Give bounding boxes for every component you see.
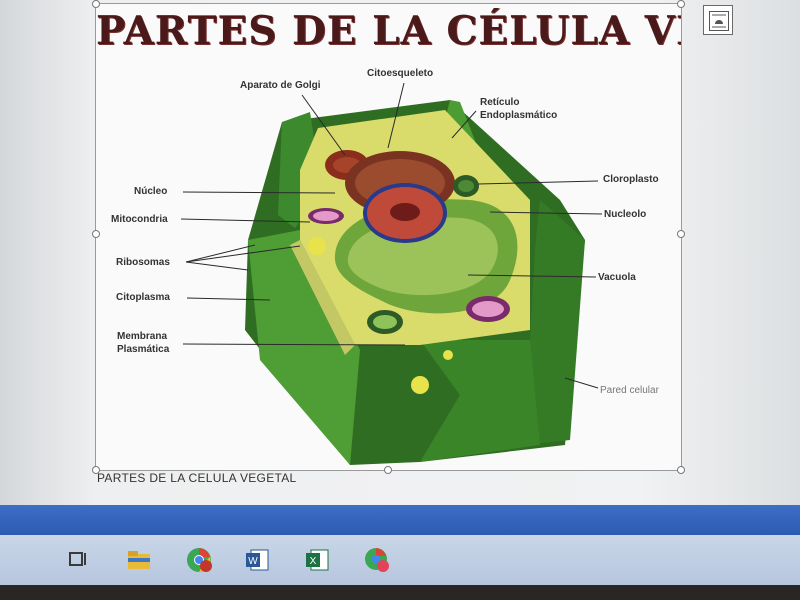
- resize-handle-bottom-right[interactable]: [677, 466, 685, 474]
- label-membrane-line1: Membrana: [117, 331, 168, 342]
- label-cell-wall: Pared celular: [600, 385, 659, 396]
- picture-caption: PARTES DE LA CELULA VEGETAL: [97, 471, 297, 485]
- label-cytoskeleton: Citoesqueleto: [367, 68, 434, 79]
- chrome-icon[interactable]: [184, 545, 214, 575]
- chrome-profile-icon[interactable]: [362, 545, 392, 575]
- window-accent-bar: [0, 505, 800, 535]
- resize-handle-bottom-left[interactable]: [92, 466, 100, 474]
- label-nucleus: Núcleo: [134, 186, 168, 197]
- label-mitochondria: Mitocondria: [111, 214, 168, 225]
- task-view-icon[interactable]: [62, 545, 92, 575]
- slide-title: PARTES DE LA CÉLULA VEGETA: [96, 8, 681, 54]
- resize-handle-bottom-middle[interactable]: [384, 466, 392, 474]
- label-nucleolus: Nucleolo: [604, 209, 647, 220]
- label-cytoplasm: Citoplasma: [116, 292, 170, 303]
- label-membrane-line2: Plasmática: [117, 344, 170, 355]
- taskbar: W X: [0, 535, 800, 585]
- layout-options-button[interactable]: [703, 5, 733, 35]
- svg-text:W: W: [248, 556, 258, 567]
- excel-icon[interactable]: X: [302, 545, 332, 575]
- resize-handle-middle-right[interactable]: [677, 230, 685, 238]
- file-explorer-icon[interactable]: [124, 545, 154, 575]
- resize-handle-top-right[interactable]: [677, 0, 685, 8]
- label-er-line1: Retículo: [480, 97, 520, 108]
- label-vacuole: Vacuola: [598, 272, 636, 283]
- resize-handle-middle-left[interactable]: [92, 230, 100, 238]
- resize-handle-top-left[interactable]: [92, 0, 100, 8]
- label-chloroplast: Cloroplasto: [603, 174, 659, 185]
- monitor-bezel: [0, 585, 800, 600]
- layout-options-icon: [709, 11, 729, 31]
- svg-text:X: X: [310, 556, 317, 567]
- label-golgi: Aparato de Golgi: [240, 80, 321, 91]
- label-ribosomes: Ribosomas: [116, 257, 170, 268]
- label-er-line2: Endoplasmático: [480, 110, 558, 121]
- plant-cell-diagram: [180, 82, 603, 465]
- word-icon[interactable]: W: [242, 545, 272, 575]
